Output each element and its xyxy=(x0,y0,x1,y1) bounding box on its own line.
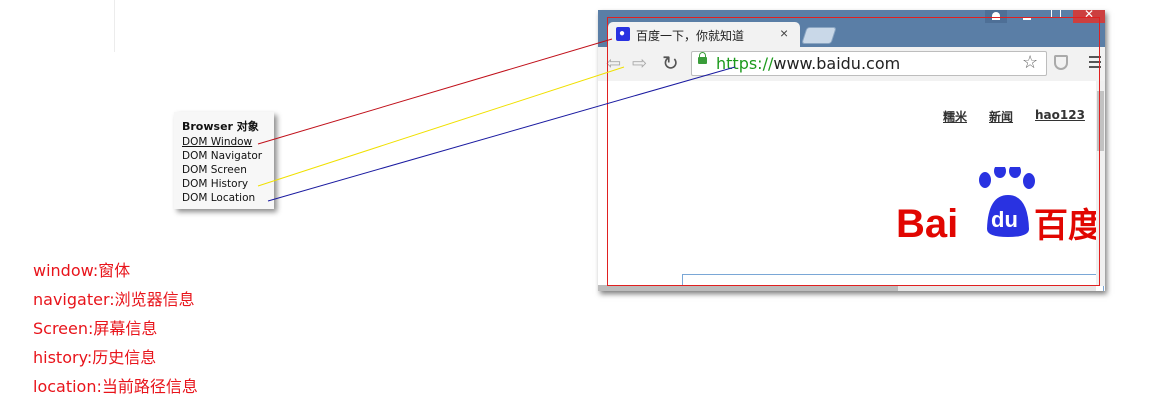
page-viewport: 糯米 新闻 hao123 Bai du 百度 xyxy=(598,81,1105,291)
window-connector-line xyxy=(257,38,613,145)
baidu-logo: Bai du 百度 xyxy=(896,167,1096,246)
legend-history: history:历史信息 xyxy=(33,348,157,367)
history-connector-line xyxy=(257,66,625,187)
logo-text-du: du xyxy=(991,207,1018,232)
close-window-button[interactable]: ✕ xyxy=(1073,7,1105,23)
minimize-button[interactable] xyxy=(1022,10,1032,23)
back-arrow-icon[interactable]: ⇦ xyxy=(606,53,622,73)
nav-link-hao123[interactable]: hao123 xyxy=(1035,108,1085,122)
legend-navigator: navigater:浏览器信息 xyxy=(33,290,195,309)
paw-pad xyxy=(987,195,1029,237)
nav-link-nuomi[interactable]: 糯米 xyxy=(943,110,968,124)
paw-toe-4 xyxy=(1023,173,1035,189)
nav-link-news[interactable]: 新闻 xyxy=(989,110,1014,124)
scroll-thumb[interactable] xyxy=(1097,91,1104,151)
menu-icon[interactable] xyxy=(1089,56,1101,71)
dom-history-item: DOM History xyxy=(182,178,249,190)
logo-text-baidu-cn: 百度 xyxy=(1034,206,1096,246)
new-tab-button[interactable] xyxy=(801,27,837,44)
divider-line xyxy=(114,0,115,52)
browser-window: ✕ ● 百度一下，你就知道 × ⇦ ⇨ ↻ https://www.baidu.… xyxy=(598,7,1105,291)
dom-navigator-item: DOM Navigator xyxy=(182,150,263,162)
lock-icon xyxy=(698,52,707,64)
tab-title: 百度一下，你就知道 xyxy=(636,29,745,43)
maximize-button[interactable] xyxy=(1050,10,1062,23)
dom-window-link[interactable]: DOM Window xyxy=(182,136,253,148)
close-icon: ✕ xyxy=(1084,7,1095,21)
address-bar[interactable]: https://www.baidu.com ☆ xyxy=(691,51,1047,76)
dom-screen-item: DOM Screen xyxy=(182,164,247,176)
url-host: www.baidu.com xyxy=(773,54,901,73)
maximize-icon xyxy=(1051,10,1061,18)
user-profile-button[interactable] xyxy=(985,10,1007,23)
paw-toe-3 xyxy=(1009,167,1021,178)
browser-object-panel: Browser 对象 DOM Window DOM Navigator DOM … xyxy=(174,112,274,209)
baidu-paw-icon: ● xyxy=(616,27,630,41)
legend-screen: Screen:屏幕信息 xyxy=(33,319,158,338)
bookmark-star-icon[interactable]: ☆ xyxy=(1022,52,1039,72)
url-text: https://www.baidu.com xyxy=(716,54,900,73)
browser-object-title: Browser 对象 xyxy=(182,120,259,133)
minimize-icon xyxy=(1023,18,1031,20)
shield-icon[interactable] xyxy=(1054,55,1068,70)
paw-toe-1 xyxy=(979,172,991,188)
url-scheme: https:// xyxy=(716,54,774,73)
legend-window: window:窗体 xyxy=(33,261,131,280)
dom-location-item: DOM Location xyxy=(182,192,256,204)
paw-toe-2 xyxy=(994,167,1006,178)
vertical-scrollbar[interactable] xyxy=(1096,81,1105,286)
forward-arrow-icon[interactable]: ⇨ xyxy=(632,53,648,73)
toolbar: ⇦ ⇨ ↻ https://www.baidu.com ☆ xyxy=(598,47,1105,81)
tab-close-button[interactable]: × xyxy=(780,25,789,41)
logo-text-bai: Bai xyxy=(896,202,958,246)
legend-location: location:当前路径信息 xyxy=(33,377,198,396)
horizontal-scrollbar[interactable] xyxy=(598,285,1096,291)
reload-icon[interactable]: ↻ xyxy=(662,51,679,75)
user-icon xyxy=(992,12,1000,20)
tab-baidu[interactable]: ● 百度一下，你就知道 × xyxy=(608,22,800,47)
hscroll-thumb[interactable] xyxy=(598,285,898,291)
